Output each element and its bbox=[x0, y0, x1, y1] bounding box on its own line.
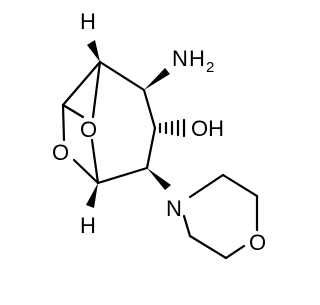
bond-morph-4 bbox=[188, 234, 228, 260]
atom-amine-h-count: 2 bbox=[206, 59, 214, 76]
bond-c1-ch2 bbox=[61, 60, 102, 107]
wedge-nh2 bbox=[144, 68, 170, 90]
bond-o2-c5 bbox=[72, 158, 100, 185]
atom-h-top: H bbox=[80, 9, 96, 34]
atom-labels: H N H 2 OH O O N O H bbox=[52, 9, 266, 255]
atom-hydroxyl: OH bbox=[191, 116, 224, 141]
molecule-svg: H N H 2 OH O O N O H bbox=[52, 9, 266, 260]
atom-amine-n: N bbox=[172, 46, 188, 71]
atom-morpholine-o: O bbox=[249, 230, 266, 255]
bond-morph-2 bbox=[221, 173, 259, 198]
hash-bond-oh bbox=[158, 118, 186, 138]
bond-c3-c4 bbox=[145, 126, 157, 170]
atom-h-bottom: H bbox=[80, 213, 96, 238]
bond-c4-c5 bbox=[96, 166, 149, 185]
bond-o-c5 bbox=[90, 138, 100, 185]
atom-amine-h: H bbox=[189, 46, 205, 71]
bond-morph-5 bbox=[182, 214, 192, 238]
wedge-bonds bbox=[86, 40, 171, 208]
atom-morpholine-n: N bbox=[166, 196, 182, 221]
wedge-h-bottom bbox=[86, 183, 98, 208]
bond-c2-c3 bbox=[142, 88, 157, 130]
bonds bbox=[61, 60, 259, 260]
bond-c1-c2 bbox=[98, 60, 146, 92]
bond-morph-1 bbox=[188, 173, 225, 199]
atom-bridge-oxygen: O bbox=[52, 140, 69, 165]
atom-ring-oxygen: O bbox=[80, 117, 97, 142]
wedge-n-morph bbox=[147, 168, 171, 190]
molecule-structure-diagram: H N H 2 OH O O N O H bbox=[52, 9, 266, 260]
bond-morph-6 bbox=[224, 244, 246, 260]
bond-c1-o bbox=[91, 60, 102, 119]
wedge-h-top bbox=[87, 40, 100, 62]
bond-o2-ch2 bbox=[61, 103, 66, 142]
bond-ch2-o bbox=[61, 103, 85, 119]
